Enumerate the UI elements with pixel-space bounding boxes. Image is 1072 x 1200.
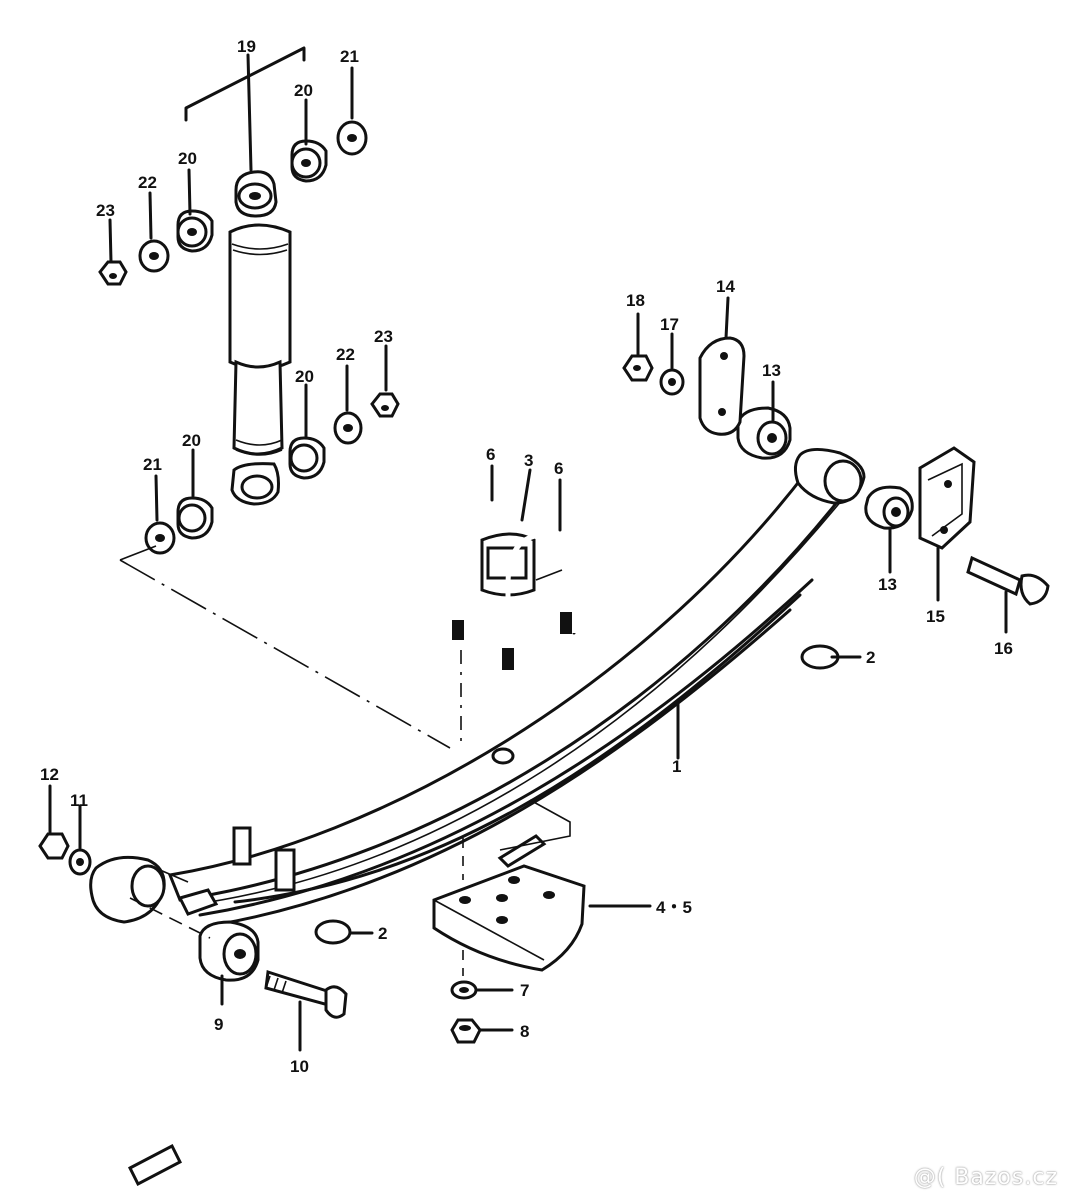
washer-7 [450, 980, 478, 1000]
upper-bushing-20-left [176, 209, 214, 253]
shackle-bracket-15 [918, 446, 976, 550]
label-18: 18 [626, 291, 645, 310]
label-7: 7 [520, 981, 529, 1000]
upper-bushing-20-right [290, 139, 328, 183]
rear-bushing-9 [198, 920, 260, 982]
label-20b: 20 [178, 149, 197, 168]
callout-bracket-19 [184, 46, 306, 122]
label-12: 12 [40, 765, 59, 784]
label-21b: 21 [143, 455, 162, 474]
leader-line-19 [246, 53, 253, 172]
label-15: 15 [926, 607, 945, 626]
rear-bolt-10 [264, 970, 348, 1019]
washer-17 [659, 368, 685, 396]
upper-nut-23 [98, 260, 128, 286]
label-22b: 22 [336, 345, 355, 364]
label-3: 3 [524, 451, 533, 470]
u-bolt-6-left [455, 493, 535, 632]
assembly-line-shock [119, 559, 451, 749]
label-6a: 6 [486, 445, 495, 464]
upper-washer-21 [336, 120, 368, 156]
shackle-bolt-16 [966, 555, 1050, 606]
label-17: 17 [660, 315, 679, 334]
label-13b: 13 [878, 575, 897, 594]
u-bolt-6-right [505, 532, 577, 670]
label-20a: 20 [294, 81, 313, 100]
spring-seat-plate [432, 834, 586, 972]
plug-2-lower [314, 919, 352, 945]
label-9: 9 [214, 1015, 223, 1034]
u-bolt-threads [452, 612, 572, 670]
label-16: 16 [994, 639, 1013, 658]
bazos-watermark: @( Bazos.cz [913, 1165, 1058, 1190]
part-number-labels: 19 21 20 20 22 23 23 22 20 20 21 6 3 6 1… [40, 37, 1013, 1076]
spring-rear-eye [89, 855, 166, 924]
label-2a: 2 [866, 648, 875, 667]
label-20d: 20 [182, 431, 201, 450]
label-21a: 21 [340, 47, 359, 66]
label-23b: 23 [374, 327, 393, 346]
shackle-plate-14 [698, 336, 746, 436]
rubber-block [128, 1143, 182, 1187]
lower-washer-21 [144, 521, 176, 555]
label-8: 8 [520, 1022, 529, 1041]
label-1: 1 [672, 757, 681, 776]
label-6b: 6 [554, 459, 563, 478]
label-14: 14 [716, 277, 735, 296]
label-4-5: 4・5 [656, 898, 692, 917]
nut-8 [450, 1018, 482, 1044]
label-11: 11 [70, 791, 88, 810]
label-2b: 2 [378, 924, 387, 943]
front-bushing-13-upper [736, 406, 792, 460]
lower-bushing-20-left [176, 496, 214, 540]
leader-lines-main [48, 296, 1008, 1052]
assembly-line-plate [499, 799, 571, 851]
leader-lines-shock [108, 66, 388, 522]
label-19: 19 [237, 37, 256, 56]
rear-nut-12 [38, 832, 70, 860]
nut-18 [622, 354, 654, 382]
front-bushing-13-lower [864, 485, 914, 530]
label-22a: 22 [138, 173, 157, 192]
lower-nut-23 [370, 392, 400, 418]
lower-washer-22 [333, 411, 363, 445]
lower-bushing-20-right [288, 436, 326, 480]
label-20c: 20 [295, 367, 314, 386]
upper-washer-22 [138, 239, 170, 273]
spring-front-eye [793, 448, 866, 505]
label-23a: 23 [96, 201, 115, 220]
rear-washer-11 [68, 848, 92, 876]
label-13a: 13 [762, 361, 781, 380]
label-10: 10 [290, 1057, 309, 1076]
shock-absorber [228, 170, 292, 506]
